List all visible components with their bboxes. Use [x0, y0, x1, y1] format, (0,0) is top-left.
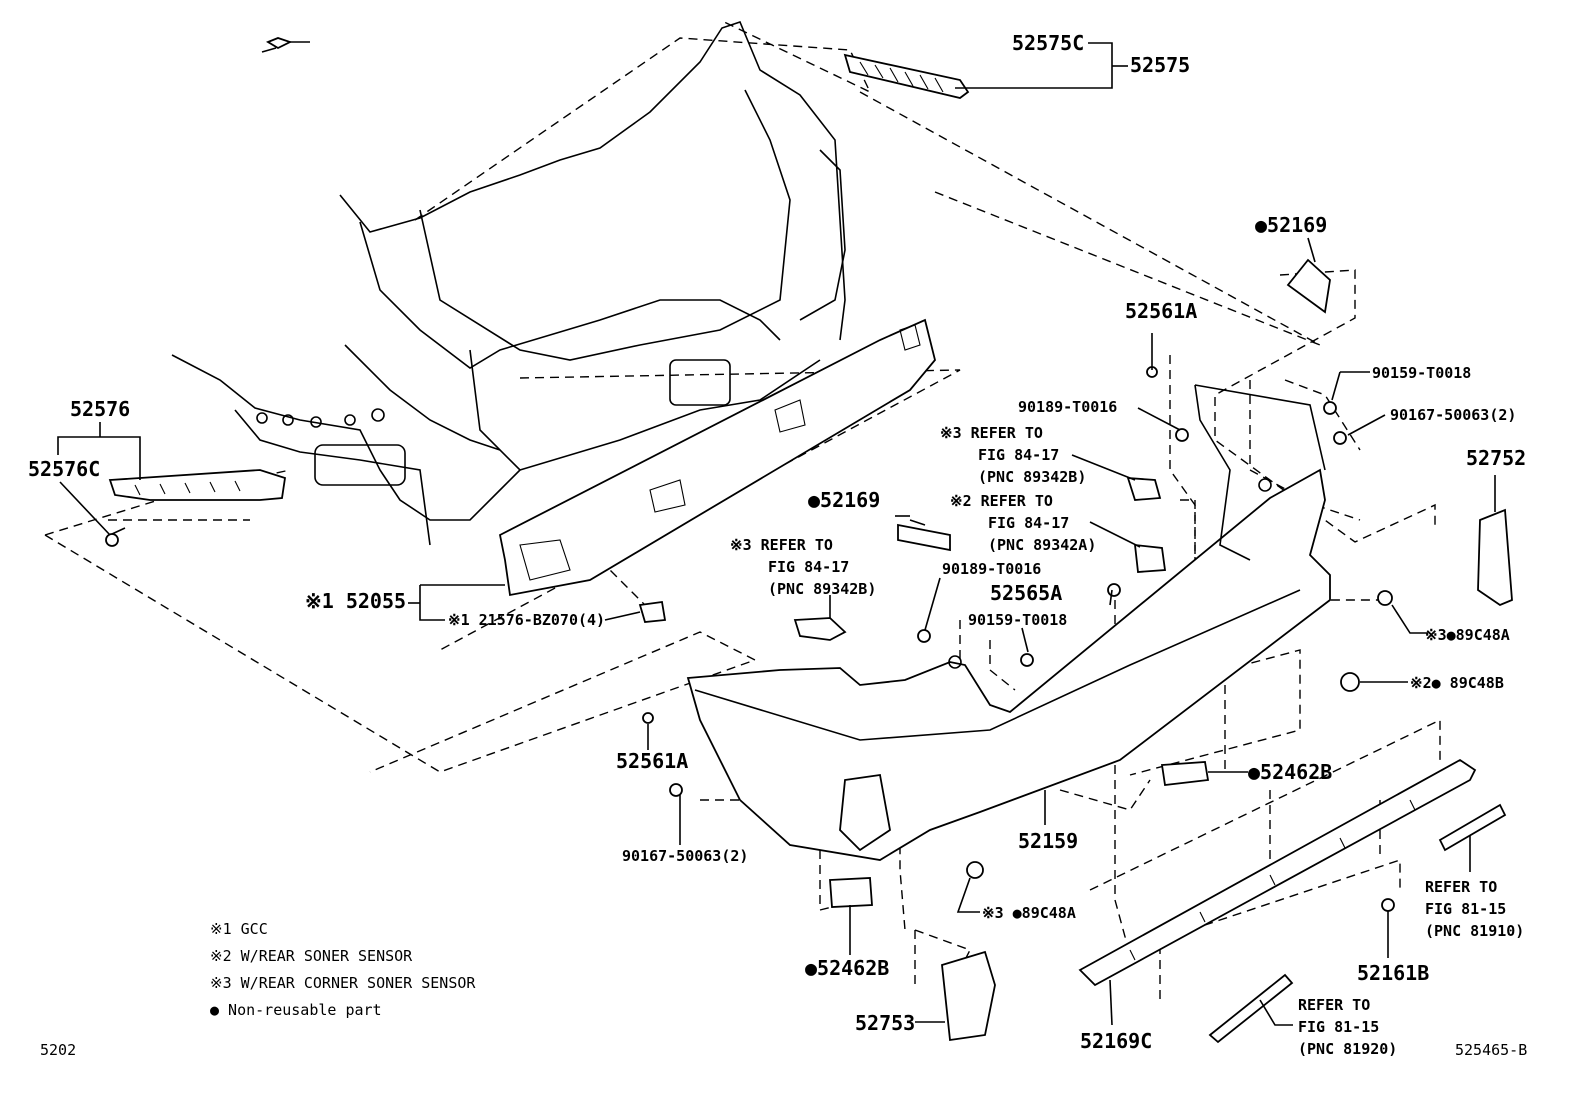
label-52169C: 52169C — [1080, 1029, 1152, 1053]
legend-gcc: ※1 GCC — [210, 920, 268, 938]
label-90159-mid: 90159-T0018 — [968, 611, 1067, 629]
label-89C48A-right: ※3●89C48A — [1425, 626, 1510, 644]
ref-89342B-top-line3: (PNC 89342B) — [978, 468, 1086, 486]
page-code: 5202 — [40, 1041, 76, 1059]
label-52169-mid: ●52169 — [808, 488, 880, 512]
bumper-cover-52159 — [686, 384, 1331, 861]
label-52561A-low: 52561A — [616, 749, 688, 773]
ref-81910-line2: FIG 81-15 — [1425, 900, 1506, 918]
ref-89342B-top-line1: ※3 REFER TO — [940, 424, 1043, 442]
label-89C48B: ※2● 89C48B — [1410, 674, 1504, 692]
retainer-52575 — [261, 37, 970, 99]
label-90167-top: 90167-50063(2) — [1390, 406, 1516, 424]
ref-89342A-line3: (PNC 89342A) — [988, 536, 1096, 554]
ref-89342B-left-line2: FIG 84-17 — [768, 558, 849, 576]
label-90159-top: 90159-T0018 — [1372, 364, 1471, 382]
label-52565A: 52565A — [990, 581, 1062, 605]
label-52561A-top: 52561A — [1125, 299, 1197, 323]
legend: ※1 GCC ※2 W/REAR SONER SENSOR ※3 W/REAR … — [210, 920, 476, 1019]
ref-89342B-top-line2: FIG 84-17 — [978, 446, 1059, 464]
ref-89342B-left-line3: (PNC 89342B) — [768, 580, 876, 598]
label-52575C: 52575C — [1012, 31, 1084, 55]
label-52169-top: ●52169 — [1255, 213, 1327, 237]
label-52055: ※1 52055 — [305, 589, 406, 613]
energy-absorber-52055 — [498, 318, 936, 623]
label-52462B-right: ●52462B — [1248, 760, 1332, 784]
label-52576C: 52576C — [28, 457, 100, 481]
ref-89342A-line1: ※2 REFER TO — [950, 492, 1053, 510]
label-90167-low: 90167-50063(2) — [622, 847, 748, 865]
legend-rear-sonar: ※2 W/REAR SONER SENSOR — [210, 947, 413, 965]
part-labels: 52575C 52575 52576 52576C ●52169 52561A … — [28, 31, 1526, 1058]
label-52462B-low: ●52462B — [805, 956, 889, 980]
label-89C48A-low: ※3 ●89C48A — [982, 904, 1076, 922]
label-90189-top: 90189-T0016 — [1018, 398, 1117, 416]
vehicle-rear-body — [171, 21, 846, 546]
label-52752: 52752 — [1466, 446, 1526, 470]
label-52161B: 52161B — [1357, 961, 1429, 985]
label-52575: 52575 — [1130, 53, 1190, 77]
ref-89342B-left-line1: ※3 REFER TO — [730, 536, 833, 554]
retainer-52576 — [105, 469, 287, 547]
ref-81920-line2: FIG 81-15 — [1298, 1018, 1379, 1036]
ref-89342A-line2: FIG 84-17 — [988, 514, 1069, 532]
legend-rear-corner-sonar: ※3 W/REAR CORNER SONER SENSOR — [210, 974, 476, 992]
label-52159: 52159 — [1018, 829, 1078, 853]
leader-lines — [57, 41, 1496, 1026]
label-90189-mid: 90189-T0016 — [942, 560, 1041, 578]
label-21576: ※1 21576-BZ070(4) — [448, 611, 605, 629]
ref-81910-line1: REFER TO — [1425, 878, 1497, 896]
ref-81920-line3: (PNC 81920) — [1298, 1040, 1397, 1058]
sensors-and-clips — [642, 258, 1513, 1044]
label-52576: 52576 — [70, 397, 130, 421]
label-52753: 52753 — [855, 1011, 915, 1035]
diagram-code: 525465-B — [1455, 1041, 1527, 1059]
lower-garnish-52169C — [1078, 758, 1477, 987]
legend-non-reusable: ● Non-reusable part — [210, 1001, 382, 1019]
ref-81920-line1: REFER TO — [1298, 996, 1370, 1014]
ref-81910-line3: (PNC 81910) — [1425, 922, 1524, 940]
